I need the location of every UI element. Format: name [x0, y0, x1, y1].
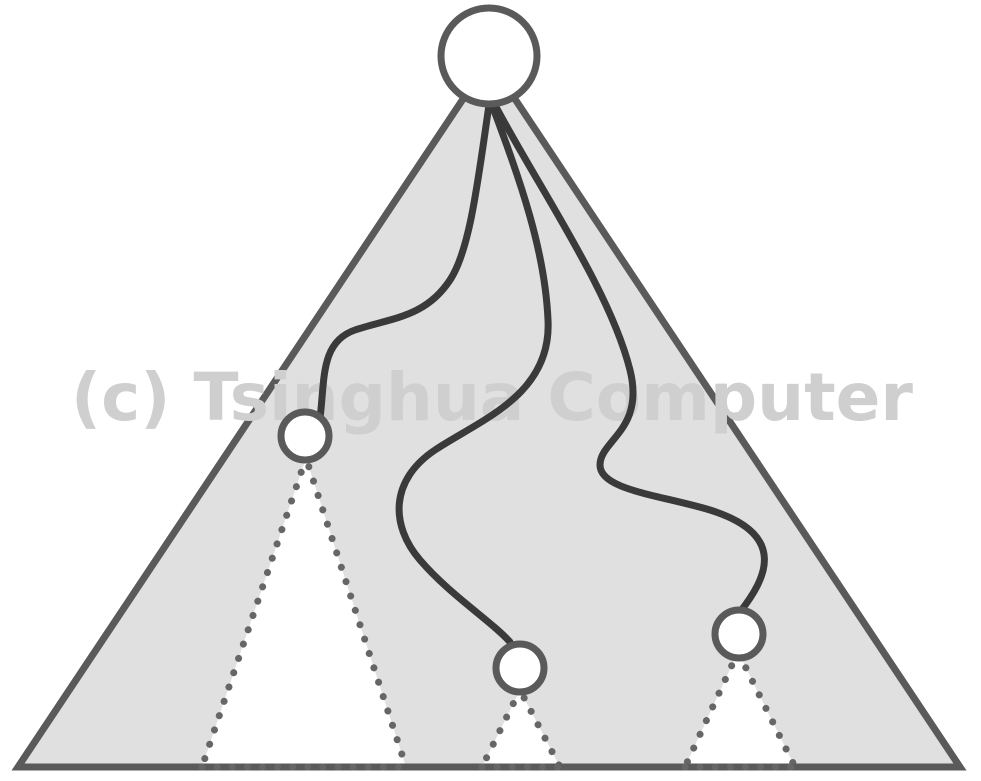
- left-subtree-triangle: [197, 446, 411, 771]
- path-root-to-middle: [395, 101, 552, 646]
- path-root-to-left: [316, 101, 493, 422]
- right-child-node: [711, 606, 767, 662]
- root-node: [437, 4, 541, 108]
- path-root-to-right: [491, 101, 768, 616]
- watermark-text: (c) Tsinghua Computer: [71, 359, 913, 436]
- left-child-node: [277, 408, 333, 464]
- middle-subtree-triangle: [476, 682, 566, 771]
- middle-child-node: [492, 640, 548, 696]
